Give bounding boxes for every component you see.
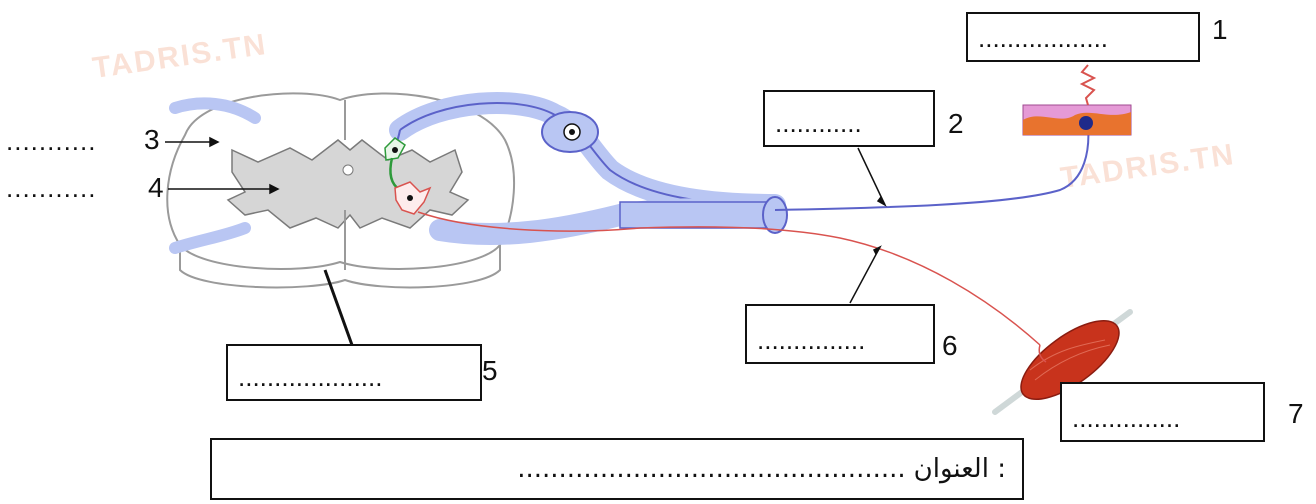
label-number-6: 6 bbox=[942, 330, 958, 361]
title-prefix: العنوان : bbox=[913, 454, 1006, 484]
label-blank-4[interactable]: ........... bbox=[6, 173, 97, 203]
sensory-pathway bbox=[389, 92, 1090, 246]
label-box-1[interactable]: .................. bbox=[966, 12, 1200, 62]
label-number-3: 3 bbox=[144, 124, 160, 155]
label-box-7[interactable]: ............... bbox=[1060, 382, 1265, 442]
motor-neuron bbox=[394, 181, 1041, 346]
label-number-1: 1 bbox=[1212, 14, 1228, 45]
label-box-5[interactable]: .................... bbox=[226, 344, 482, 401]
title-box[interactable]: ........................................… bbox=[210, 438, 1024, 500]
skin-receptor bbox=[1022, 64, 1132, 136]
muscle bbox=[992, 309, 1133, 415]
label-number-5: 5 bbox=[482, 355, 498, 386]
leader-lines bbox=[165, 136, 887, 346]
label-number-2: 2 bbox=[948, 108, 964, 139]
title-blank[interactable]: ........................................… bbox=[517, 454, 906, 484]
label-blank-3[interactable]: ........... bbox=[6, 126, 97, 156]
label-number-7: 7 bbox=[1288, 398, 1304, 429]
label-box-6[interactable]: ............... bbox=[745, 304, 935, 364]
spinal-cord bbox=[166, 92, 515, 289]
label-number-4: 4 bbox=[148, 172, 164, 203]
label-box-2[interactable]: ............ bbox=[763, 90, 935, 147]
